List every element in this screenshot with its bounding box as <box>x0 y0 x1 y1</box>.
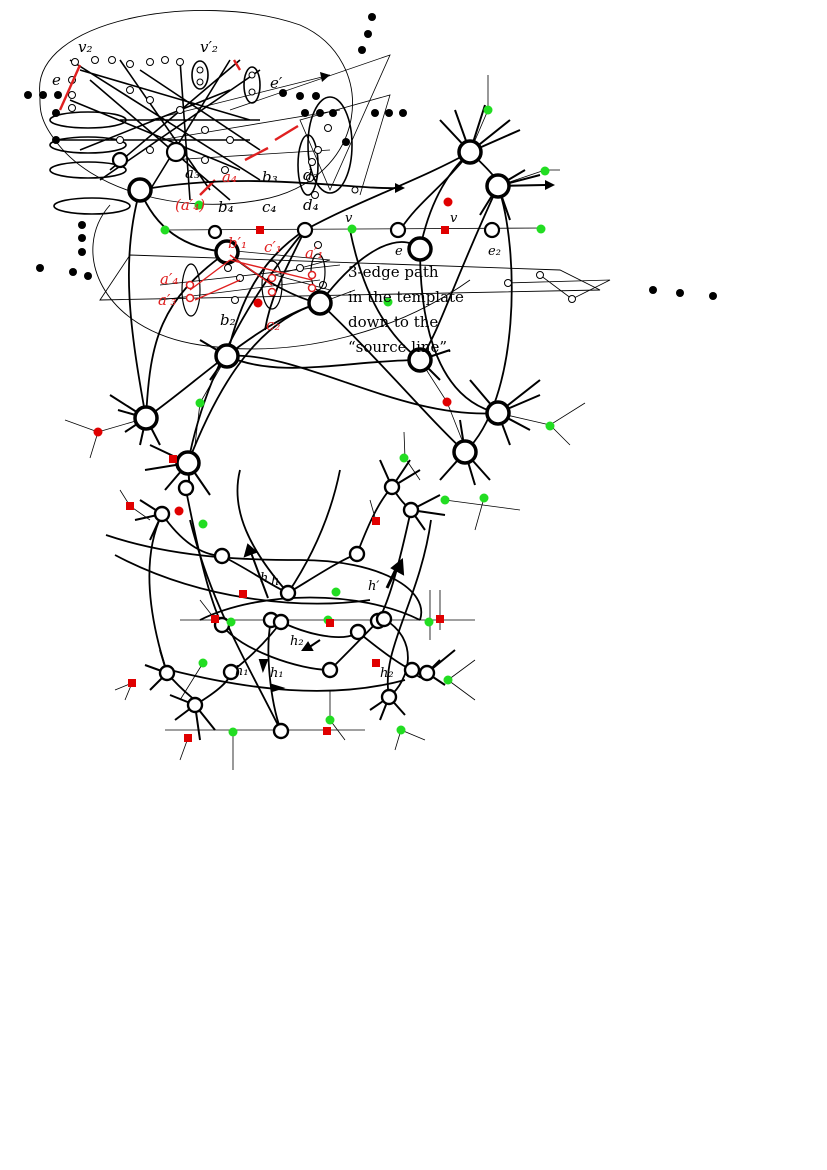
green-dots <box>160 105 555 431</box>
ellipsis-dots <box>24 13 717 300</box>
label-h1-a: h₁ <box>235 664 249 679</box>
label-v-right: v <box>450 211 458 226</box>
label-h-a: h <box>260 571 268 586</box>
red-arrows <box>58 59 299 196</box>
label-h-b: h <box>271 574 279 589</box>
black-arrowheads <box>320 72 555 193</box>
label-d4: d₄ <box>303 196 319 214</box>
annotation-line-2: in the template <box>348 288 464 306</box>
label-c2: c₂ <box>266 316 280 334</box>
upper-cluster <box>49 59 353 215</box>
label-e: e <box>52 71 61 89</box>
label-h2-a: h₂ <box>290 634 304 649</box>
mid-small-nodes <box>224 241 576 304</box>
label-b1-prime: b′₁ <box>228 234 247 252</box>
label-a3: a₃ <box>185 164 200 182</box>
lower-red-squares <box>126 502 444 742</box>
label-e-mid: e <box>395 244 403 259</box>
label-b4: b₄ <box>218 198 234 216</box>
label-c4: c₄ <box>262 198 276 216</box>
label-e-prime: e′ <box>270 74 283 92</box>
upper-cluster-nodes <box>68 56 359 199</box>
label-a4-prime-2: a′₄ <box>160 270 178 288</box>
middle-edges <box>127 151 513 464</box>
red-squares <box>169 226 449 463</box>
lower-red-dots <box>174 506 184 516</box>
label-h2-b: h₂ <box>380 666 394 681</box>
label-b3: b₃ <box>262 168 278 186</box>
label-c1-prime: c′₁ <box>264 238 282 256</box>
label-v: v <box>345 211 353 226</box>
outer-loops <box>39 10 601 350</box>
label-a1-prime: a′₁ <box>305 244 323 262</box>
label-a4-prime: (a′₄) <box>175 196 205 214</box>
labels: v₂ v′₂ e e′ a₃ a₄ b₃ b₄ c₄ d₃ d₄ (a′₄) v… <box>52 38 501 681</box>
label-a3-prime: a′₃ <box>158 291 176 309</box>
annotation-text: 3-edge path in the template down to the … <box>348 263 464 356</box>
label-v2: v₂ <box>78 38 93 56</box>
big-nodes <box>127 139 511 476</box>
label-e2: e₂ <box>488 244 501 259</box>
mid-medium-nodes <box>207 221 501 240</box>
label-d3: d₃ <box>303 166 319 184</box>
red-lines <box>189 254 313 301</box>
red-small-nodes <box>185 270 317 303</box>
annotation-line-3: down to the <box>348 313 438 331</box>
label-a4: a₄ <box>222 168 237 186</box>
lower-spokes <box>134 459 456 741</box>
red-dots <box>93 197 453 437</box>
label-h1-b: h₁ <box>270 666 284 681</box>
lower-arrows <box>243 543 405 693</box>
annotation-line-1: 3-edge path <box>348 263 439 281</box>
label-v2-prime: v′₂ <box>200 38 218 56</box>
label-b2: b₂ <box>220 311 236 329</box>
label-h-prime: h′ <box>368 579 379 594</box>
annotation-line-4: “source line”. <box>348 338 452 356</box>
lower-green-dots <box>198 453 489 737</box>
